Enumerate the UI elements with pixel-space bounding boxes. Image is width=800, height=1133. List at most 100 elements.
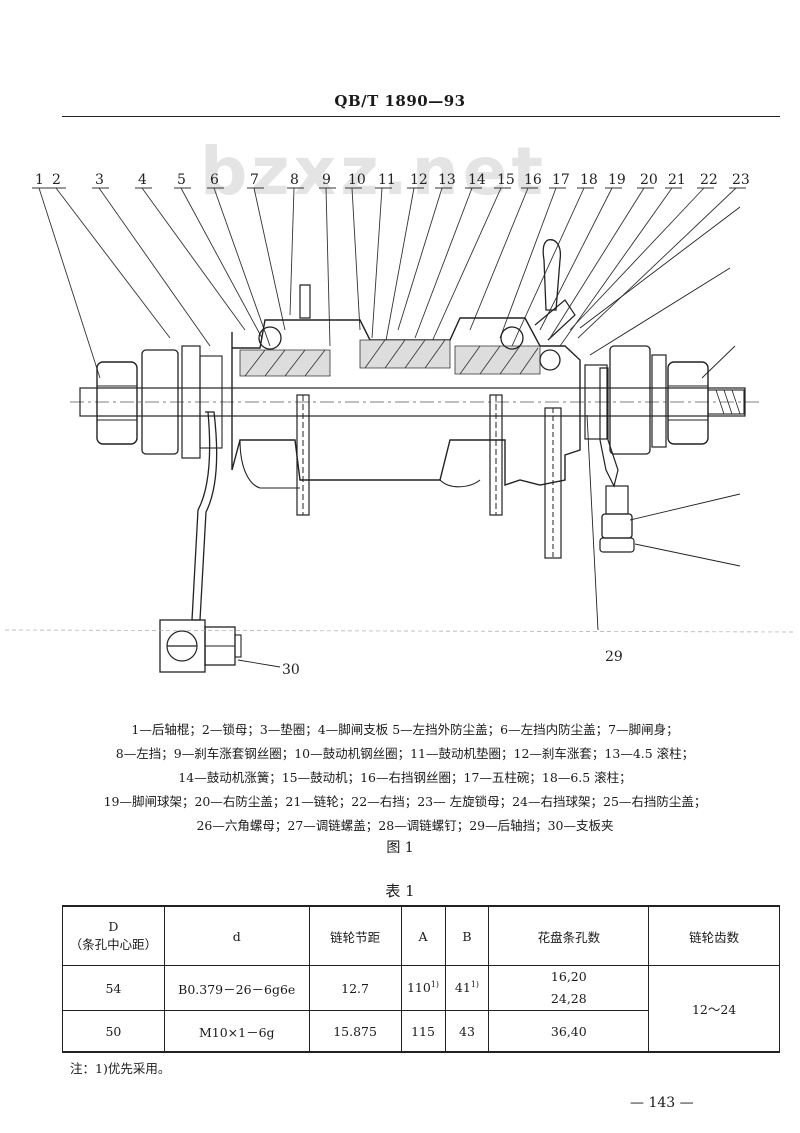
header-teeth: 链轮齿数: [648, 905, 780, 966]
callout-leader: [549, 187, 645, 339]
callout-13: 13: [438, 172, 456, 188]
callout-leader: [289, 187, 295, 316]
callout-leader: [397, 187, 443, 331]
callout-leader: [55, 187, 171, 339]
callout-leader: [180, 187, 263, 339]
section-hatching: [239, 339, 541, 377]
table-row: 54 B0.379－26－6g6e 12.7 1101) 411) 16,20 …: [62, 965, 780, 1053]
callout-14: 14: [468, 172, 486, 188]
header-A: A: [400, 905, 446, 966]
right-bearing-ball: [500, 326, 524, 350]
callout-5: 5: [177, 172, 186, 188]
callout-leader: [213, 187, 271, 347]
axle: [79, 387, 746, 417]
cell-holes: 16,20 24,28: [488, 965, 650, 1011]
caption-line-5: 26—六角螺母；27—调链螺盖；28—调链螺钉；29—后轴挡；30—支板夹: [196, 818, 614, 833]
callout-leader: [38, 187, 101, 379]
callout-leader: [98, 187, 211, 347]
callout-leader: [253, 187, 286, 331]
adjuster-screw: [599, 537, 635, 553]
cell-B: 43: [444, 1010, 490, 1053]
callout-leader: [577, 187, 737, 339]
right-lock-nut: [609, 345, 651, 455]
right-cone: [584, 364, 608, 440]
right-washer: [651, 354, 667, 448]
callout-leader: [539, 187, 613, 331]
callout-2: 2: [52, 172, 61, 188]
caption-line-3: 14—鼓动机涨簧；15—鼓动机；16—右挡钢丝圈；17—五柱碗；18—6.5 滚…: [178, 770, 632, 785]
cell-A: 115: [400, 1010, 446, 1053]
left-lock-nut: [141, 349, 179, 455]
callout-leader: [371, 187, 383, 339]
brake-bearing-ball: [539, 349, 561, 371]
callout-leader: [141, 187, 246, 331]
axle-end-thread: [707, 389, 745, 415]
callout-18: 18: [580, 172, 598, 188]
cell-d: M10×1－6g: [163, 1010, 310, 1053]
brake-lug: [299, 284, 311, 319]
callout-leader: [469, 187, 529, 331]
callout-leader: [414, 187, 473, 339]
left-hex-nut: [96, 361, 138, 445]
watermark: bzxz.net: [200, 133, 548, 210]
callout-leader: [511, 187, 585, 347]
right-hex-nut: [667, 361, 709, 445]
cell-D: 50: [62, 1010, 165, 1053]
callout-leader: [499, 187, 557, 339]
sprocket-tooth: [542, 239, 562, 311]
callout-15: 15: [497, 172, 515, 188]
callout-20: 20: [640, 172, 658, 188]
callout-leader: [429, 187, 502, 347]
callout-3: 3: [95, 172, 104, 188]
callout-30: 30: [282, 662, 300, 678]
cell-teeth: 12～24: [648, 965, 780, 1053]
callout-29: 29: [605, 649, 623, 665]
caption-line-1: 1—后轴棍；2—锁母；3—垫圈；4—脚闸支板 5—左挡外防尘盖；6—左挡内防尘盖…: [131, 722, 679, 737]
cell-D: 54: [62, 965, 165, 1011]
callout-4: 4: [138, 172, 147, 188]
callout-16: 16: [524, 172, 542, 188]
adjuster-nut: [601, 513, 633, 539]
section-break-line: [4, 629, 796, 633]
brake-support-arm: [191, 411, 218, 621]
callout-leader: [569, 187, 705, 331]
hub-shell: [231, 317, 581, 486]
callout-6: 6: [210, 172, 219, 188]
callout-leader: [325, 187, 331, 347]
callout-11: 11: [378, 172, 396, 188]
chain-adjuster-arm: [599, 367, 619, 488]
caption-line-4: 19—脚闸球架；20—右防尘盖；21—链轮；22—右挡；23— 左旋锁母；24—…: [103, 794, 707, 809]
table-row: 50 M10×1－6g 15.875 115 43 36,40: [62, 1010, 780, 1053]
callout-1: 1: [35, 172, 44, 188]
table-note: 注：1)优先采用。: [70, 1061, 171, 1076]
callout-17: 17: [552, 172, 570, 188]
figure-title: 图 1: [386, 840, 414, 856]
callout-19: 19: [608, 172, 626, 188]
callout-10: 10: [348, 172, 366, 188]
header-rule: [62, 116, 780, 117]
adjuster-cap: [605, 485, 629, 515]
footnote-mark: 1): [470, 980, 480, 990]
left-bearing-ball: [258, 326, 282, 350]
callout-23: 23: [732, 172, 750, 188]
callout-12: 12: [410, 172, 428, 188]
callout-leader-lines: [32, 187, 746, 379]
callout-8: 8: [290, 172, 299, 188]
spec-table: D （条孔中心距） d 链轮节距 A B 花盘条孔数 链轮齿数 54 B0.37…: [62, 905, 780, 1053]
cell-pitch: 12.7: [308, 965, 402, 1011]
header-pitch: 链轮节距: [308, 905, 402, 966]
cell-d: B0.379－26－6g6e: [163, 965, 310, 1011]
header-B: B: [444, 905, 490, 966]
cell-holes: 36,40: [488, 1010, 650, 1053]
callout-9: 9: [322, 172, 331, 188]
header-holes: 花盘条孔数: [488, 905, 650, 966]
cell-pitch: 15.875: [308, 1010, 402, 1053]
cell-B: 411): [444, 965, 490, 1011]
table-header-row: D （条孔中心距） d 链轮节距 A B 花盘条孔数 链轮齿数: [62, 905, 780, 966]
header-D: D （条孔中心距）: [62, 905, 165, 966]
footnote-mark: 1): [430, 980, 440, 990]
header-d: d: [163, 905, 310, 966]
callout-22: 22: [700, 172, 718, 188]
